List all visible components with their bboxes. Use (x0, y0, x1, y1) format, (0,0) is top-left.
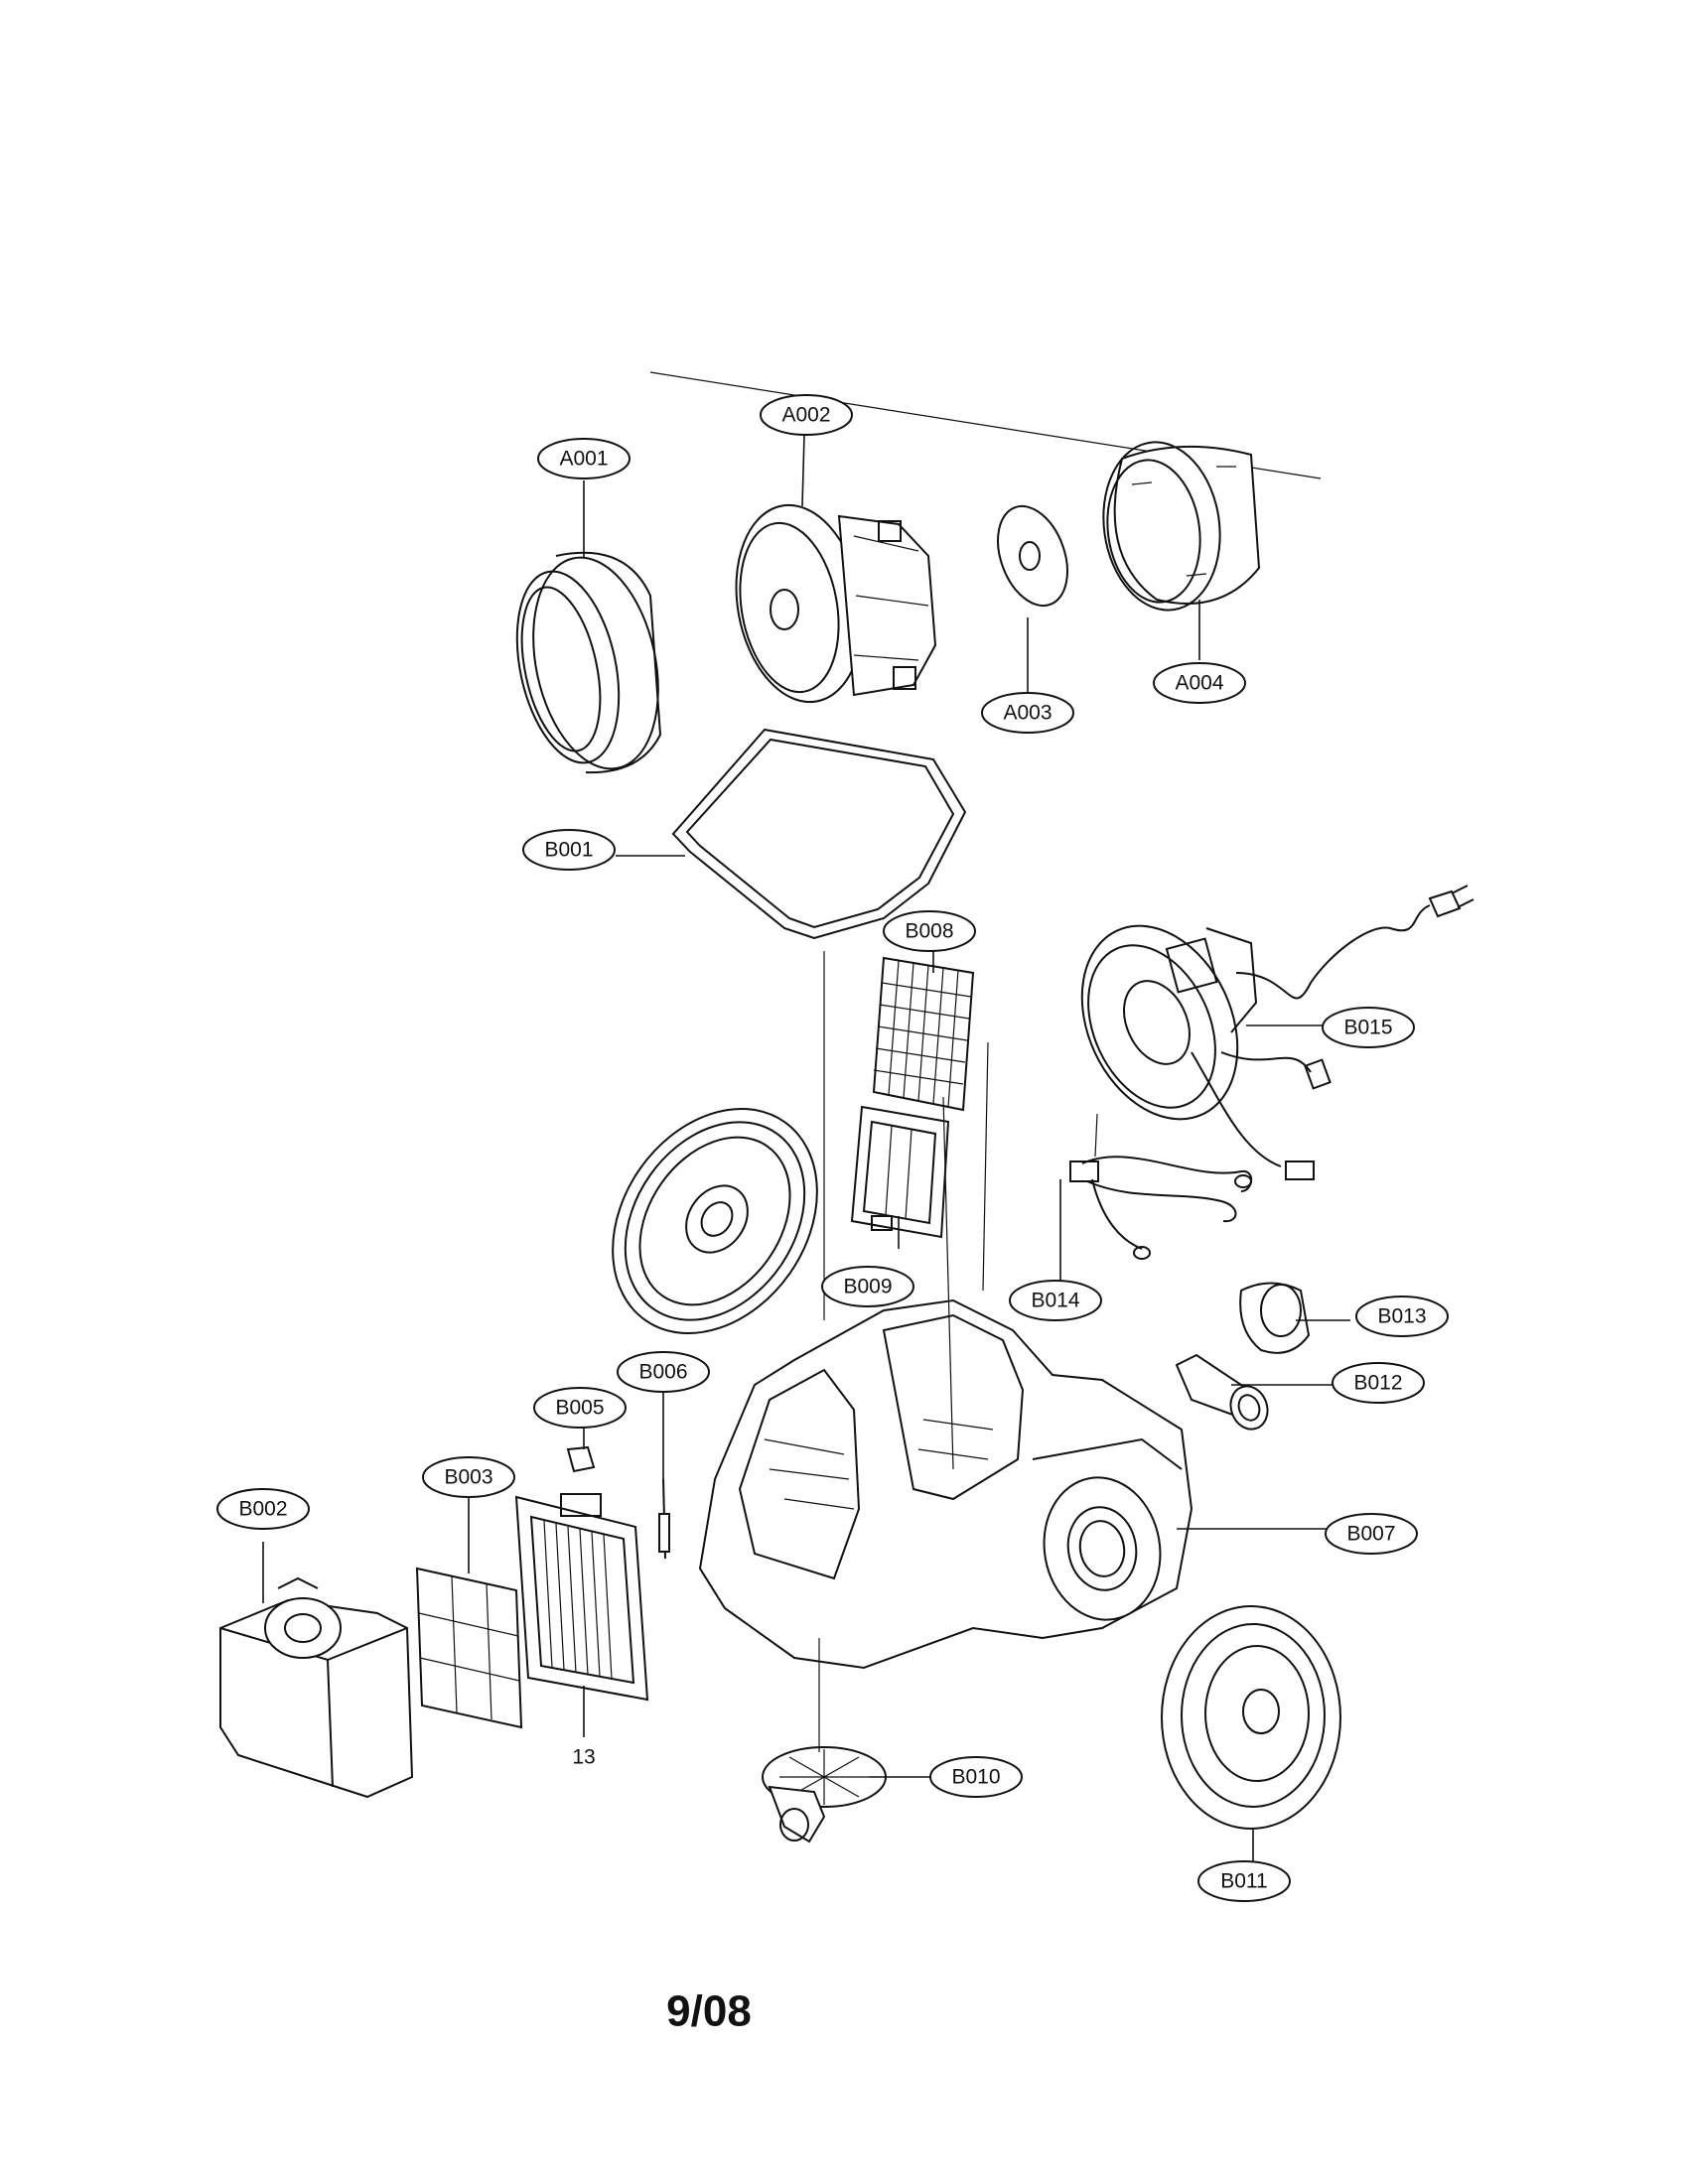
callout-b013: B013 (1355, 1296, 1449, 1337)
callout-b006-text: B006 (638, 1361, 687, 1384)
callout-b011: B011 (1197, 1860, 1291, 1902)
callout-b003-text: B003 (444, 1466, 492, 1489)
part-b005-latch (566, 1445, 596, 1473)
callout-a002-text: A002 (781, 404, 830, 427)
callout-b009-text: B009 (843, 1276, 892, 1298)
callout-b002: B002 (216, 1488, 310, 1530)
callout-b002-text: B002 (238, 1498, 287, 1521)
part-a004-motor-cover (1102, 441, 1261, 612)
part-a002-motor (735, 503, 937, 704)
callout-b003: B003 (422, 1456, 515, 1498)
callout-b013-text: B013 (1377, 1305, 1426, 1328)
part-a003-washer (997, 504, 1068, 608)
callout-b009: B009 (821, 1266, 914, 1307)
callout-b001-text: B001 (544, 839, 593, 862)
main-body-housing (698, 1298, 1193, 1670)
callout-a003-text: A003 (1003, 702, 1052, 725)
callout-b008: B008 (883, 910, 976, 952)
callout-a002: A002 (760, 394, 853, 436)
callout-a004-text: A004 (1175, 672, 1223, 695)
part-a001-motor-ring (515, 551, 662, 774)
part-b008-grid-filter (872, 956, 975, 1112)
part-b001-gasket (671, 728, 967, 940)
callout-b010: B010 (929, 1756, 1023, 1798)
callout-b007: B007 (1325, 1513, 1418, 1555)
part-b012-hose-inlet (1175, 1353, 1269, 1431)
part-b014-switch-harness (1069, 1113, 1253, 1260)
leader-lines (262, 434, 1350, 1881)
part-b013-handle-piece (1239, 1282, 1311, 1354)
callout-b005-text: B005 (555, 1397, 604, 1420)
callout-b011-text: B011 (1220, 1870, 1268, 1893)
callout-b005: B005 (533, 1387, 627, 1429)
callout-b015-text: B015 (1343, 1017, 1392, 1039)
callout-b015: B015 (1322, 1007, 1415, 1048)
callout-b008-text: B008 (905, 920, 953, 943)
part-13-hepa-filter (514, 1493, 649, 1702)
callout-b014: B014 (1009, 1280, 1102, 1321)
part-b006-screw (658, 1478, 670, 1560)
callout-b006: B006 (617, 1351, 710, 1393)
callout-a001-text: A001 (559, 448, 608, 471)
footer-date: 9/08 (666, 1987, 752, 2036)
part-b009-filter-frame (850, 1105, 950, 1239)
callout-b012-text: B012 (1353, 1372, 1402, 1395)
part-b010-caster (762, 1746, 887, 1843)
callout-b001: B001 (522, 829, 616, 871)
part-b002-dust-container (219, 1576, 414, 1799)
callout-b010-text: B010 (951, 1766, 1000, 1789)
callout-b007-text: B007 (1346, 1523, 1395, 1546)
part-b011-wheel (1161, 1605, 1341, 1830)
callout-b014-text: B014 (1031, 1290, 1079, 1312)
part-b003-grid-frame (415, 1567, 523, 1729)
label-item-13: 13 (572, 1746, 595, 1769)
callout-b012: B012 (1332, 1362, 1425, 1404)
callout-a004: A004 (1153, 662, 1246, 704)
callout-a003: A003 (981, 692, 1074, 734)
callout-a001: A001 (537, 438, 631, 479)
part-round-exhaust-filter (612, 1107, 818, 1335)
part-b015-cord-reel (1080, 885, 1474, 1180)
